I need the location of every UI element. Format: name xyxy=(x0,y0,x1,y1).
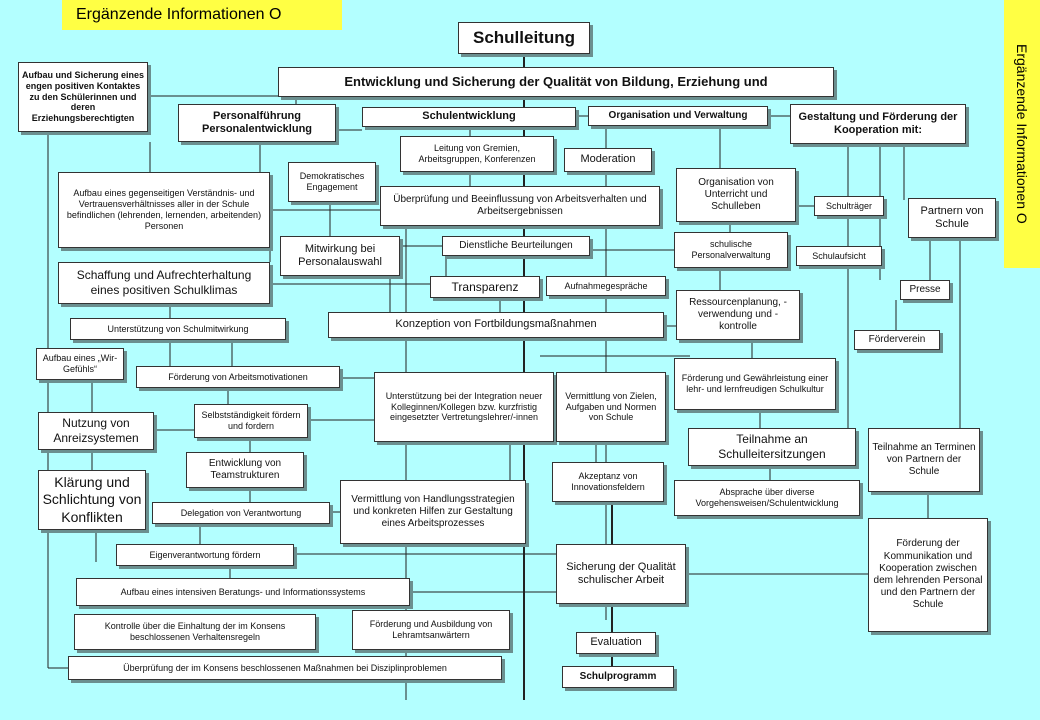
node-konflikte: Klärung und Schlichtung von Konflikten xyxy=(38,470,146,530)
node-teamstrukturen: Entwicklung von Teamstrukturen xyxy=(186,452,304,488)
node-presse: Presse xyxy=(900,280,950,300)
node-absprache: Absprache über diverse Vorgehensweisen/S… xyxy=(674,480,860,516)
node-disziplin: Überprüfung der im Konsens beschlossenen… xyxy=(68,656,502,680)
node-vermittlung-ziele: Vermittlung von Zielen, Aufgaben und Nor… xyxy=(556,372,666,442)
node-arbeitsmotivation: Förderung von Arbeitsmotivationen xyxy=(136,366,340,388)
node-evaluation: Evaluation xyxy=(576,632,656,654)
node-kooperation: Gestaltung und Förderung der Kooperation… xyxy=(790,104,966,144)
node-qualitaet: Entwicklung und Sicherung der Qualität v… xyxy=(278,67,834,97)
node-sicherung: Sicherung der Qualität schulischer Arbei… xyxy=(556,544,686,604)
node-kommunikation: Förderung der Kommunikation und Kooperat… xyxy=(868,518,988,632)
node-moderation: Moderation xyxy=(564,148,652,172)
node-schulaufsicht: Schulaufsicht xyxy=(796,246,882,266)
node-schulklima: Schaffung und Aufrechterhaltung eines po… xyxy=(58,262,270,304)
node-organisation: Organisation und Verwaltung xyxy=(588,106,768,126)
node-foerderverein: Förderverein xyxy=(854,330,940,350)
node-verstaendnis: Aufbau eines gegenseitigen Verständnis- … xyxy=(58,172,270,248)
node-mitwirkung: Mitwirkung bei Personalauswahl xyxy=(280,236,400,276)
node-handlung: Vermittlung von Handlungsstrategien und … xyxy=(340,480,526,544)
side-label-top[interactable]: Ergänzende Informationen O xyxy=(62,0,342,30)
node-leitung-gremien: Leitung von Gremien, Arbeitsgruppen, Kon… xyxy=(400,136,554,172)
node-org-unterricht: Organisation von Unterricht und Schulleb… xyxy=(676,168,796,222)
node-ueberpruefung: Überprüfung und Beeinflussung von Arbeit… xyxy=(380,186,660,226)
node-anreiz: Nutzung von Anreizsystemen xyxy=(38,412,154,450)
side-label-right-text: Ergänzende Informationen O xyxy=(1014,44,1030,224)
node-dienstliche: Dienstliche Beurteilungen xyxy=(442,236,590,256)
node-delegation: Delegation von Verantwortung xyxy=(152,502,330,524)
node-schulentwicklung: Schulentwicklung xyxy=(362,107,576,127)
node-eigenverantwortung: Eigenverantwortung fördern xyxy=(116,544,294,566)
node-termine: Teilnahme an Terminen von Partnern der S… xyxy=(868,428,980,492)
side-label-top-text: Ergänzende Informationen O xyxy=(76,6,282,23)
node-schulleitung: Schulleitung xyxy=(458,22,590,54)
node-sitzungen: Teilnahme an Schulleitersitzungen xyxy=(688,428,856,466)
node-wir-gefuehl: Aufbau eines „Wir-Gefühls“ xyxy=(36,348,124,380)
node-transparenz: Transparenz xyxy=(430,276,540,298)
node-integration: Unterstützung bei der Integration neuer … xyxy=(374,372,554,442)
node-kontrolle: Kontrolle über die Einhaltung der im Kon… xyxy=(74,614,316,650)
side-label-right[interactable]: Ergänzende Informationen O xyxy=(1004,0,1040,268)
node-innovation: Akzeptanz von Innovationsfeldern xyxy=(552,462,664,502)
node-lehrkultur: Förderung und Gewährleistung einer lehr-… xyxy=(674,358,836,410)
node-kontakte: Aufbau und Sicherung eines engen positiv… xyxy=(18,62,148,132)
node-fortbildung: Konzeption von Fortbildungsmaßnahmen xyxy=(328,312,664,338)
node-schultraeger: Schulträger xyxy=(814,196,884,216)
node-ressourcen: Ressourcenplanung, -verwendung und -kont… xyxy=(676,290,800,340)
node-schulmitwirkung: Unterstützung von Schulmitwirkung xyxy=(70,318,286,340)
node-partnern: Partnern von Schule xyxy=(908,198,996,238)
node-schulprogramm: Schulprogramm xyxy=(562,666,674,688)
node-personal: Personalführung Personalentwicklung xyxy=(178,104,336,142)
node-selbststaendigkeit: Selbstständigkeit fördern und fordern xyxy=(194,404,308,438)
node-demokratisch: Demokratisches Engagement xyxy=(288,162,376,202)
node-personalverwaltung: schulische Personalverwaltung xyxy=(674,232,788,268)
node-lehramt: Förderung und Ausbildung von Lehramtsanw… xyxy=(352,610,510,650)
node-aufnahme: Aufnahmegespräche xyxy=(546,276,666,296)
node-beratung: Aufbau eines intensiven Beratungs- und I… xyxy=(76,578,410,606)
